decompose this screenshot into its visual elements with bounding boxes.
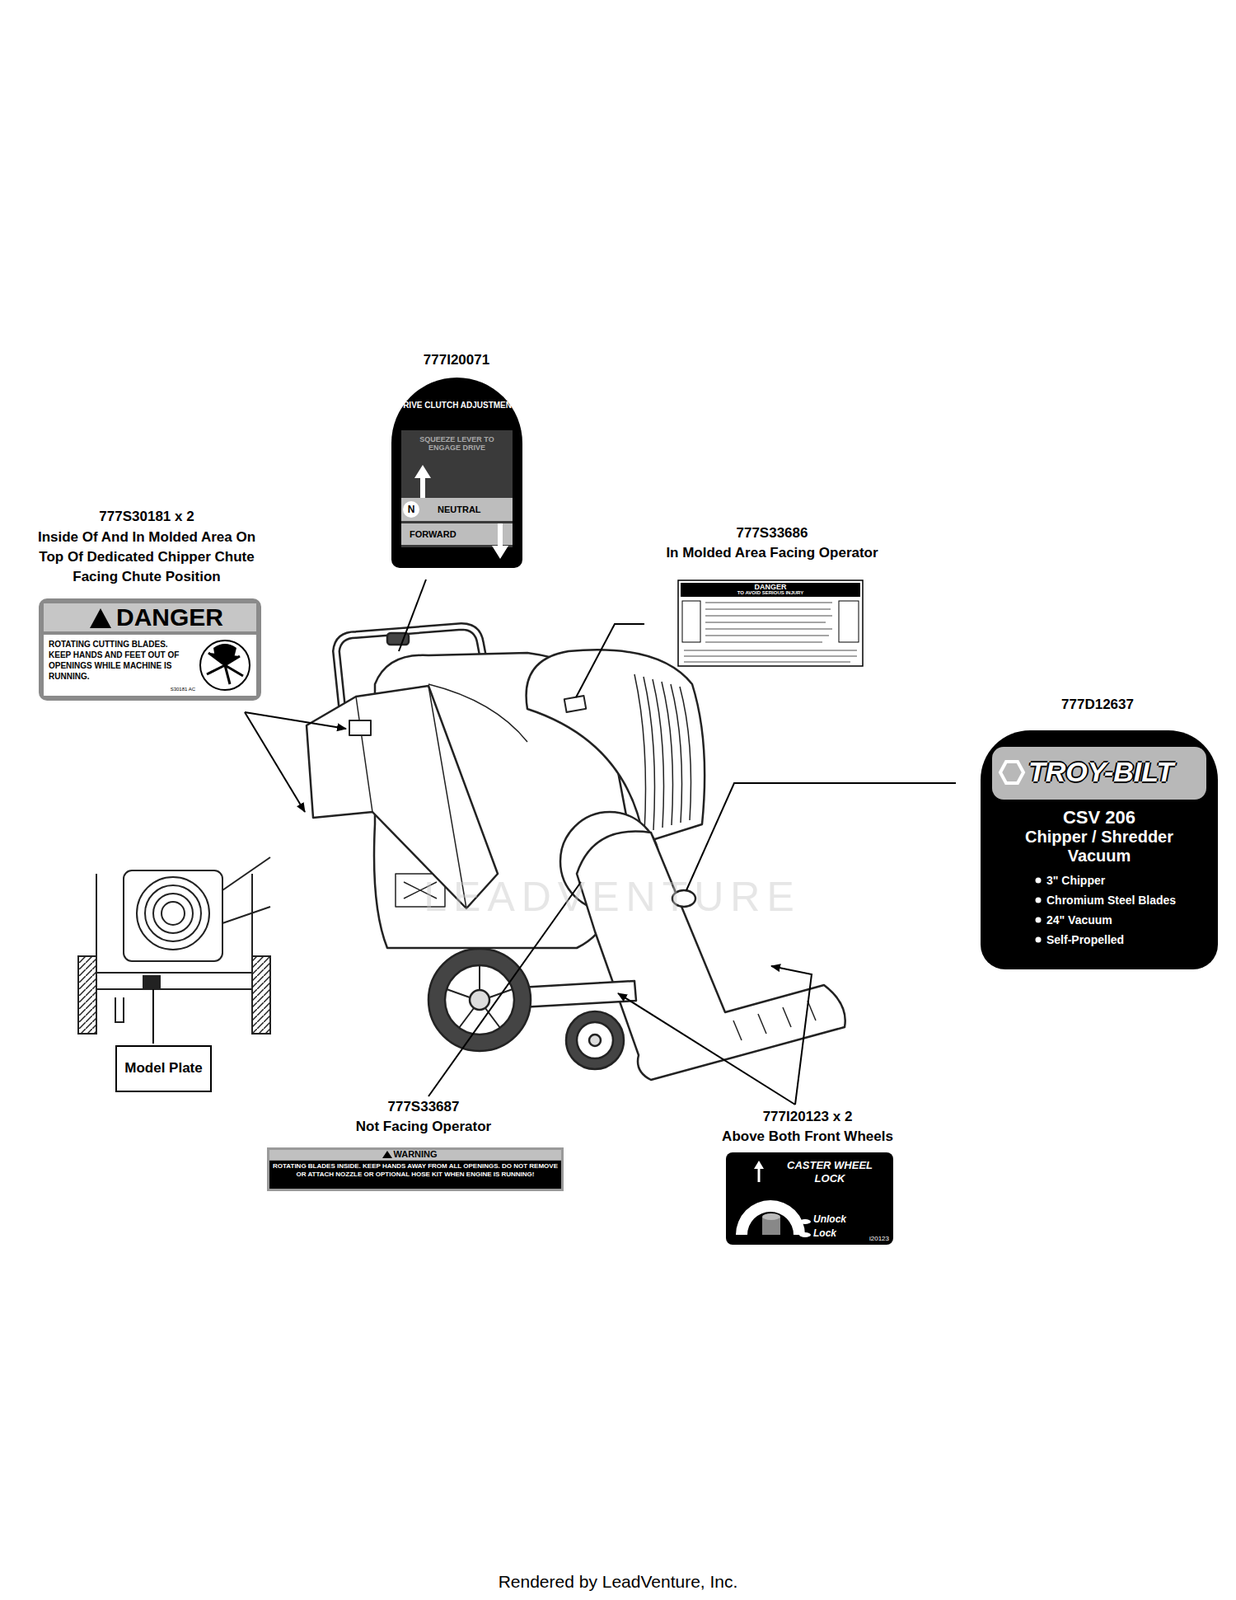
footer-credit: Rendered by LeadVenture, Inc. xyxy=(412,1570,824,1592)
decal-text: ROTATING BLADES INSIDE. KEEP HANDS AWAY … xyxy=(271,1161,559,1179)
chipper-vacuum xyxy=(306,626,846,1080)
decal-code: S30181 AC xyxy=(137,685,196,693)
decal-text: NEUTRAL xyxy=(437,502,512,516)
decal-code: i20123 xyxy=(849,1234,890,1242)
leader-lines xyxy=(153,579,956,1105)
decal-text: ROTATING CUTTING BLADES. KEEP HANDS AND … xyxy=(48,638,191,682)
decal-heading: DANGER xyxy=(116,603,249,632)
part-number: 777S30181 x 2 xyxy=(47,507,246,526)
feature-item: Chromium Steel Blades xyxy=(1046,891,1212,909)
part-number: 777S33686 xyxy=(681,524,863,543)
neutral-icon: N xyxy=(402,500,420,518)
location-note: Above Both Front Wheels xyxy=(675,1127,940,1146)
danger-decal: DANGER ROTATING CUTTING BLADES. KEEP HAND… xyxy=(38,598,262,701)
brand-decal: TROY-BILT CSV 206Chipper / Shredder Vacuu… xyxy=(980,730,1218,970)
location-note: In Molded Area Facing Operator xyxy=(636,543,909,562)
part-number: 777S33687 xyxy=(332,1097,515,1116)
engine-inset xyxy=(78,856,271,1034)
part-number: 777I20123 x 2 xyxy=(708,1107,907,1126)
feature-item: Self-Propelled xyxy=(1046,931,1212,948)
brand-logo: TROY-BILT xyxy=(1028,754,1212,788)
clutch-decal: DRIVE CLUTCH ADJUSTMENT SQUEEZE LEVER TO … xyxy=(391,377,523,568)
feature-item: 24" Vacuum xyxy=(1046,911,1212,928)
box-label: Model Plate xyxy=(117,1058,211,1077)
caster-lock-decal: CASTER WHEEL LOCKUnlockLocki20123 xyxy=(725,1151,894,1245)
decal-heading: DRIVE CLUTCH ADJUSTMENT xyxy=(391,400,523,410)
warning-decal: WARNING ROTATING BLADES INSIDE. KEEP HAND… xyxy=(266,1147,564,1191)
decal-text: SQUEEZE LEVER TO ENGAGE DRIVE xyxy=(409,435,505,452)
location-note: Inside Of And In Molded Area On Top Of D… xyxy=(29,527,264,587)
model-name: CSV 206 xyxy=(980,807,1218,828)
product-type: Chipper / Shredder Vacuum xyxy=(1000,827,1199,866)
location-note: Not Facing Operator xyxy=(316,1117,531,1136)
danger-decal: DANGERTO AVOID SERIOUS INJURY xyxy=(677,579,864,667)
model-plate-box: Model Plate xyxy=(115,1044,212,1092)
decal-heading: CASTER WHEEL LOCK xyxy=(777,1158,883,1185)
decal-text: Unlock xyxy=(813,1212,880,1225)
decal-heading: DANGER xyxy=(677,582,864,591)
part-number: 777I20071 xyxy=(374,351,539,370)
watermark: LEADVENTURE xyxy=(381,871,843,922)
decal-heading: WARNING xyxy=(266,1148,564,1159)
feature-item: 3" Chipper xyxy=(1046,871,1212,889)
decal-text: FORWARD xyxy=(409,527,484,541)
part-number: 777D12637 xyxy=(1006,695,1189,714)
decal-text: TO AVOID SERIOUS INJURY xyxy=(677,589,864,596)
